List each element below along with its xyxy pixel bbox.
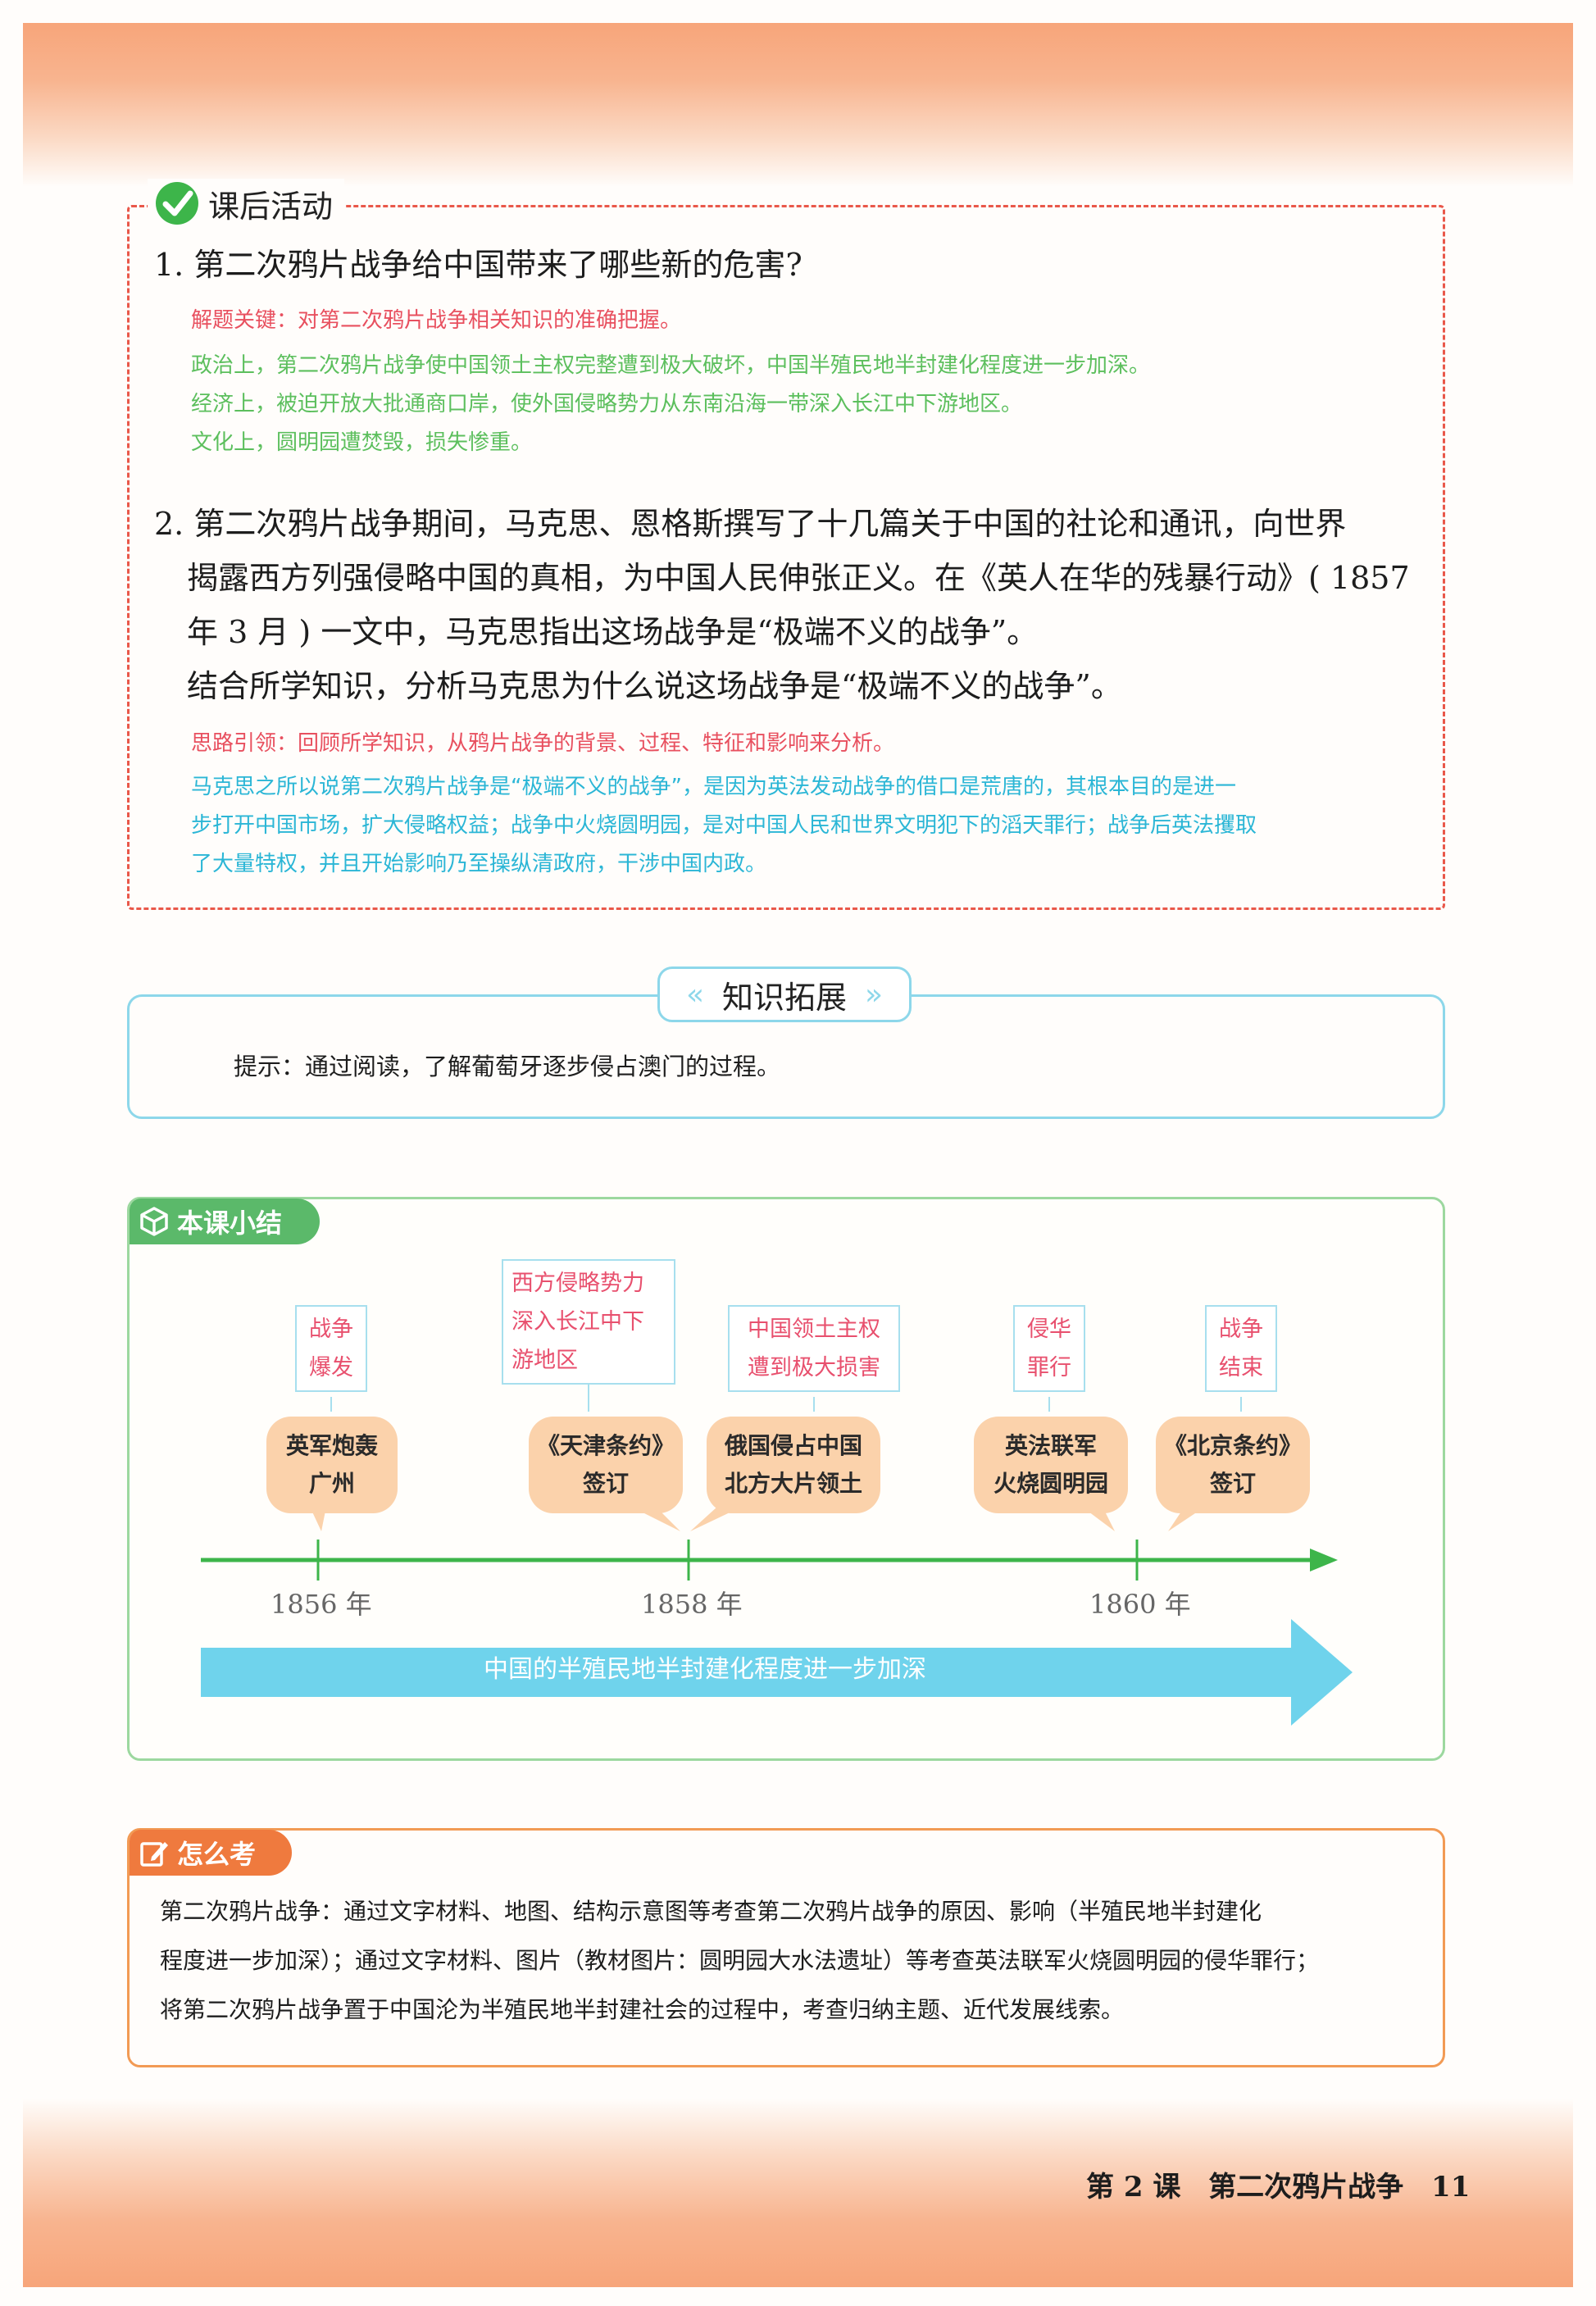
summary-title: 本课小结 bbox=[177, 1208, 283, 1239]
page-number: 11 bbox=[1431, 2171, 1471, 2204]
timeline-label-line: 战争 bbox=[309, 1317, 353, 1342]
timeline-label: 侵华 罪行 bbox=[1013, 1305, 1085, 1392]
timeline-event-line: 《北京条约》 bbox=[1163, 1432, 1302, 1459]
timeline-label-line: 爆发 bbox=[309, 1355, 353, 1380]
timeline-label: 中国领土主权 遭到极大损害 bbox=[728, 1305, 900, 1392]
question-2-hint: 思路引领：回顾所学知识，从鸦片战争的背景、过程、特征和影响来分析。 bbox=[191, 731, 895, 756]
timeline-label: 战争 结束 bbox=[1205, 1305, 1277, 1392]
timeline-label-line: 战争 bbox=[1219, 1317, 1263, 1342]
question-2-answer-line: 步打开中国市场，扩大侵略权益；战争中火烧圆明园，是对中国人民和世界文明犯下的滔天… bbox=[191, 813, 1257, 838]
timeline-year: 1856 年 bbox=[271, 1589, 372, 1620]
timeline-event: 《北京条约》 签订 bbox=[1156, 1417, 1310, 1513]
question-2-answer-line: 马克思之所以说第二次鸦片战争是“极端不义的战争”，是因为英法发动战争的借口是荒唐… bbox=[191, 775, 1236, 799]
timeline-event-line: 《天津条约》 bbox=[536, 1432, 675, 1459]
timeline-label-line: 侵华 bbox=[1027, 1317, 1071, 1342]
timeline-event-line: 英军炮轰 bbox=[285, 1432, 378, 1459]
timeline-event-line: 签订 bbox=[582, 1470, 629, 1497]
timeline-event: 《天津条约》 签订 bbox=[529, 1417, 683, 1513]
timeline-event-line: 火烧圆明园 bbox=[993, 1470, 1108, 1497]
top-decoration-band bbox=[23, 23, 1573, 187]
double-chevron-left-icon: « bbox=[685, 977, 704, 1012]
timeline-label: 西方侵略势力 深入长江中下 游地区 bbox=[502, 1259, 675, 1385]
timeline-label-line: 罪行 bbox=[1027, 1355, 1071, 1380]
knowledge-title: 知识拓展 bbox=[721, 979, 847, 1016]
timeline-label-line: 遭到极大损害 bbox=[748, 1355, 880, 1380]
page-footer: 第 2 课 第二次鸦片战争 11 bbox=[1086, 2164, 1488, 2204]
question-1-hint: 解题关键：对第二次鸦片战争相关知识的准确把握。 bbox=[191, 308, 682, 333]
check-icon bbox=[156, 182, 198, 225]
question-1: 1. 第二次鸦片战争给中国带来了哪些新的危害? bbox=[154, 247, 803, 283]
summary-tag: 本课小结 bbox=[130, 1198, 320, 1244]
timeline-event: 英法联军 火烧圆明园 bbox=[974, 1417, 1128, 1513]
timeline-label: 战争 爆发 bbox=[295, 1305, 367, 1392]
knowledge-text: 提示：通过阅读，了解葡萄牙逐步侵占澳门的过程。 bbox=[234, 1053, 781, 1080]
timeline-label-line: 深入长江中下 bbox=[512, 1309, 644, 1335]
question-2-line: 2. 第二次鸦片战争期间，马克思、恩格斯撰写了十几篇关于中国的社论和通讯，向世界 bbox=[154, 506, 1347, 542]
bottom-decoration-band bbox=[23, 2099, 1573, 2287]
timeline-arrowhead bbox=[1310, 1549, 1338, 1571]
footer-lesson: 第 2 课 bbox=[1086, 2171, 1181, 2204]
exam-title: 怎么考 bbox=[177, 1839, 257, 1870]
cube-icon bbox=[140, 1207, 168, 1236]
exam-tag: 怎么考 bbox=[130, 1830, 292, 1876]
timeline-year: 1860 年 bbox=[1089, 1589, 1191, 1620]
timeline-label-line: 西方侵略势力 bbox=[512, 1271, 644, 1296]
progress-arrow-text: 中国的半殖民地半封建化程度进一步加深 bbox=[484, 1655, 926, 1684]
timeline-label-line: 结束 bbox=[1219, 1355, 1263, 1380]
timeline-event-line: 俄国侵占中国 bbox=[724, 1432, 862, 1459]
question-2-line: 年 3 月 ) 一文中，马克思指出这场战争是“极端不义的战争”。 bbox=[187, 614, 1039, 650]
question-1-answer-line: 文化上，圆明园遭焚毁，损失惨重。 bbox=[191, 430, 533, 455]
question-1-answer-line: 政治上，第二次鸦片战争使中国领土主权完整遭到极大破坏，中国半殖民地半封建化程度进… bbox=[191, 353, 1151, 378]
double-chevron-right-icon: » bbox=[865, 977, 884, 1012]
timeline-event: 俄国侵占中国 北方大片领土 bbox=[707, 1417, 880, 1513]
activity-title: 课后活动 bbox=[208, 188, 334, 225]
progress-arrow bbox=[201, 1619, 1353, 1726]
timeline-label-line: 中国领土主权 bbox=[748, 1317, 880, 1342]
timeline-year: 1858 年 bbox=[641, 1589, 743, 1620]
timeline-event-line: 签订 bbox=[1209, 1470, 1256, 1497]
footer-title: 第二次鸦片战争 bbox=[1208, 2171, 1404, 2204]
timeline-label-line: 游地区 bbox=[512, 1348, 578, 1373]
question-2-answer-line: 了大量特权，并且开始影响乃至操纵清政府，干涉中国内政。 bbox=[191, 852, 767, 876]
activity-header: 课后活动 bbox=[148, 179, 345, 228]
question-1-answer-line: 经济上，被迫开放大批通商口岸，使外国侵略势力从东南沿海一带深入长江中下游地区。 bbox=[191, 392, 1023, 416]
question-2-line: 揭露西方列强侵略中国的真相，为中国人民伸张正义。在《英人在华的残暴行动》( 18… bbox=[187, 560, 1410, 596]
timeline-event-line: 英法联军 bbox=[1004, 1432, 1097, 1459]
exam-box bbox=[127, 1828, 1445, 2067]
timeline-event-line: 广州 bbox=[308, 1470, 355, 1497]
knowledge-tab: « 知识拓展 » bbox=[657, 967, 912, 1022]
question-2-line: 结合所学知识，分析马克思为什么说这场战争是“极端不义的战争”。 bbox=[187, 668, 1122, 704]
exam-line: 程度进一步加深）；通过文字材料、图片（教材图片：圆明园大水法遗址）等考查英法联军… bbox=[160, 1947, 1320, 1974]
timeline-event: 英军炮轰 广州 bbox=[266, 1417, 398, 1513]
exam-line: 将第二次鸦片战争置于中国沦为半殖民地半封建社会的过程中，考查归纳主题、近代发展线… bbox=[160, 1996, 1125, 2023]
activity-box bbox=[127, 205, 1445, 910]
edit-icon bbox=[140, 1842, 168, 1867]
exam-line: 第二次鸦片战争：通过文字材料、地图、结构示意图等考查第二次鸦片战争的原因、影响（… bbox=[160, 1898, 1262, 1925]
timeline-event-line: 北方大片领土 bbox=[724, 1470, 862, 1497]
